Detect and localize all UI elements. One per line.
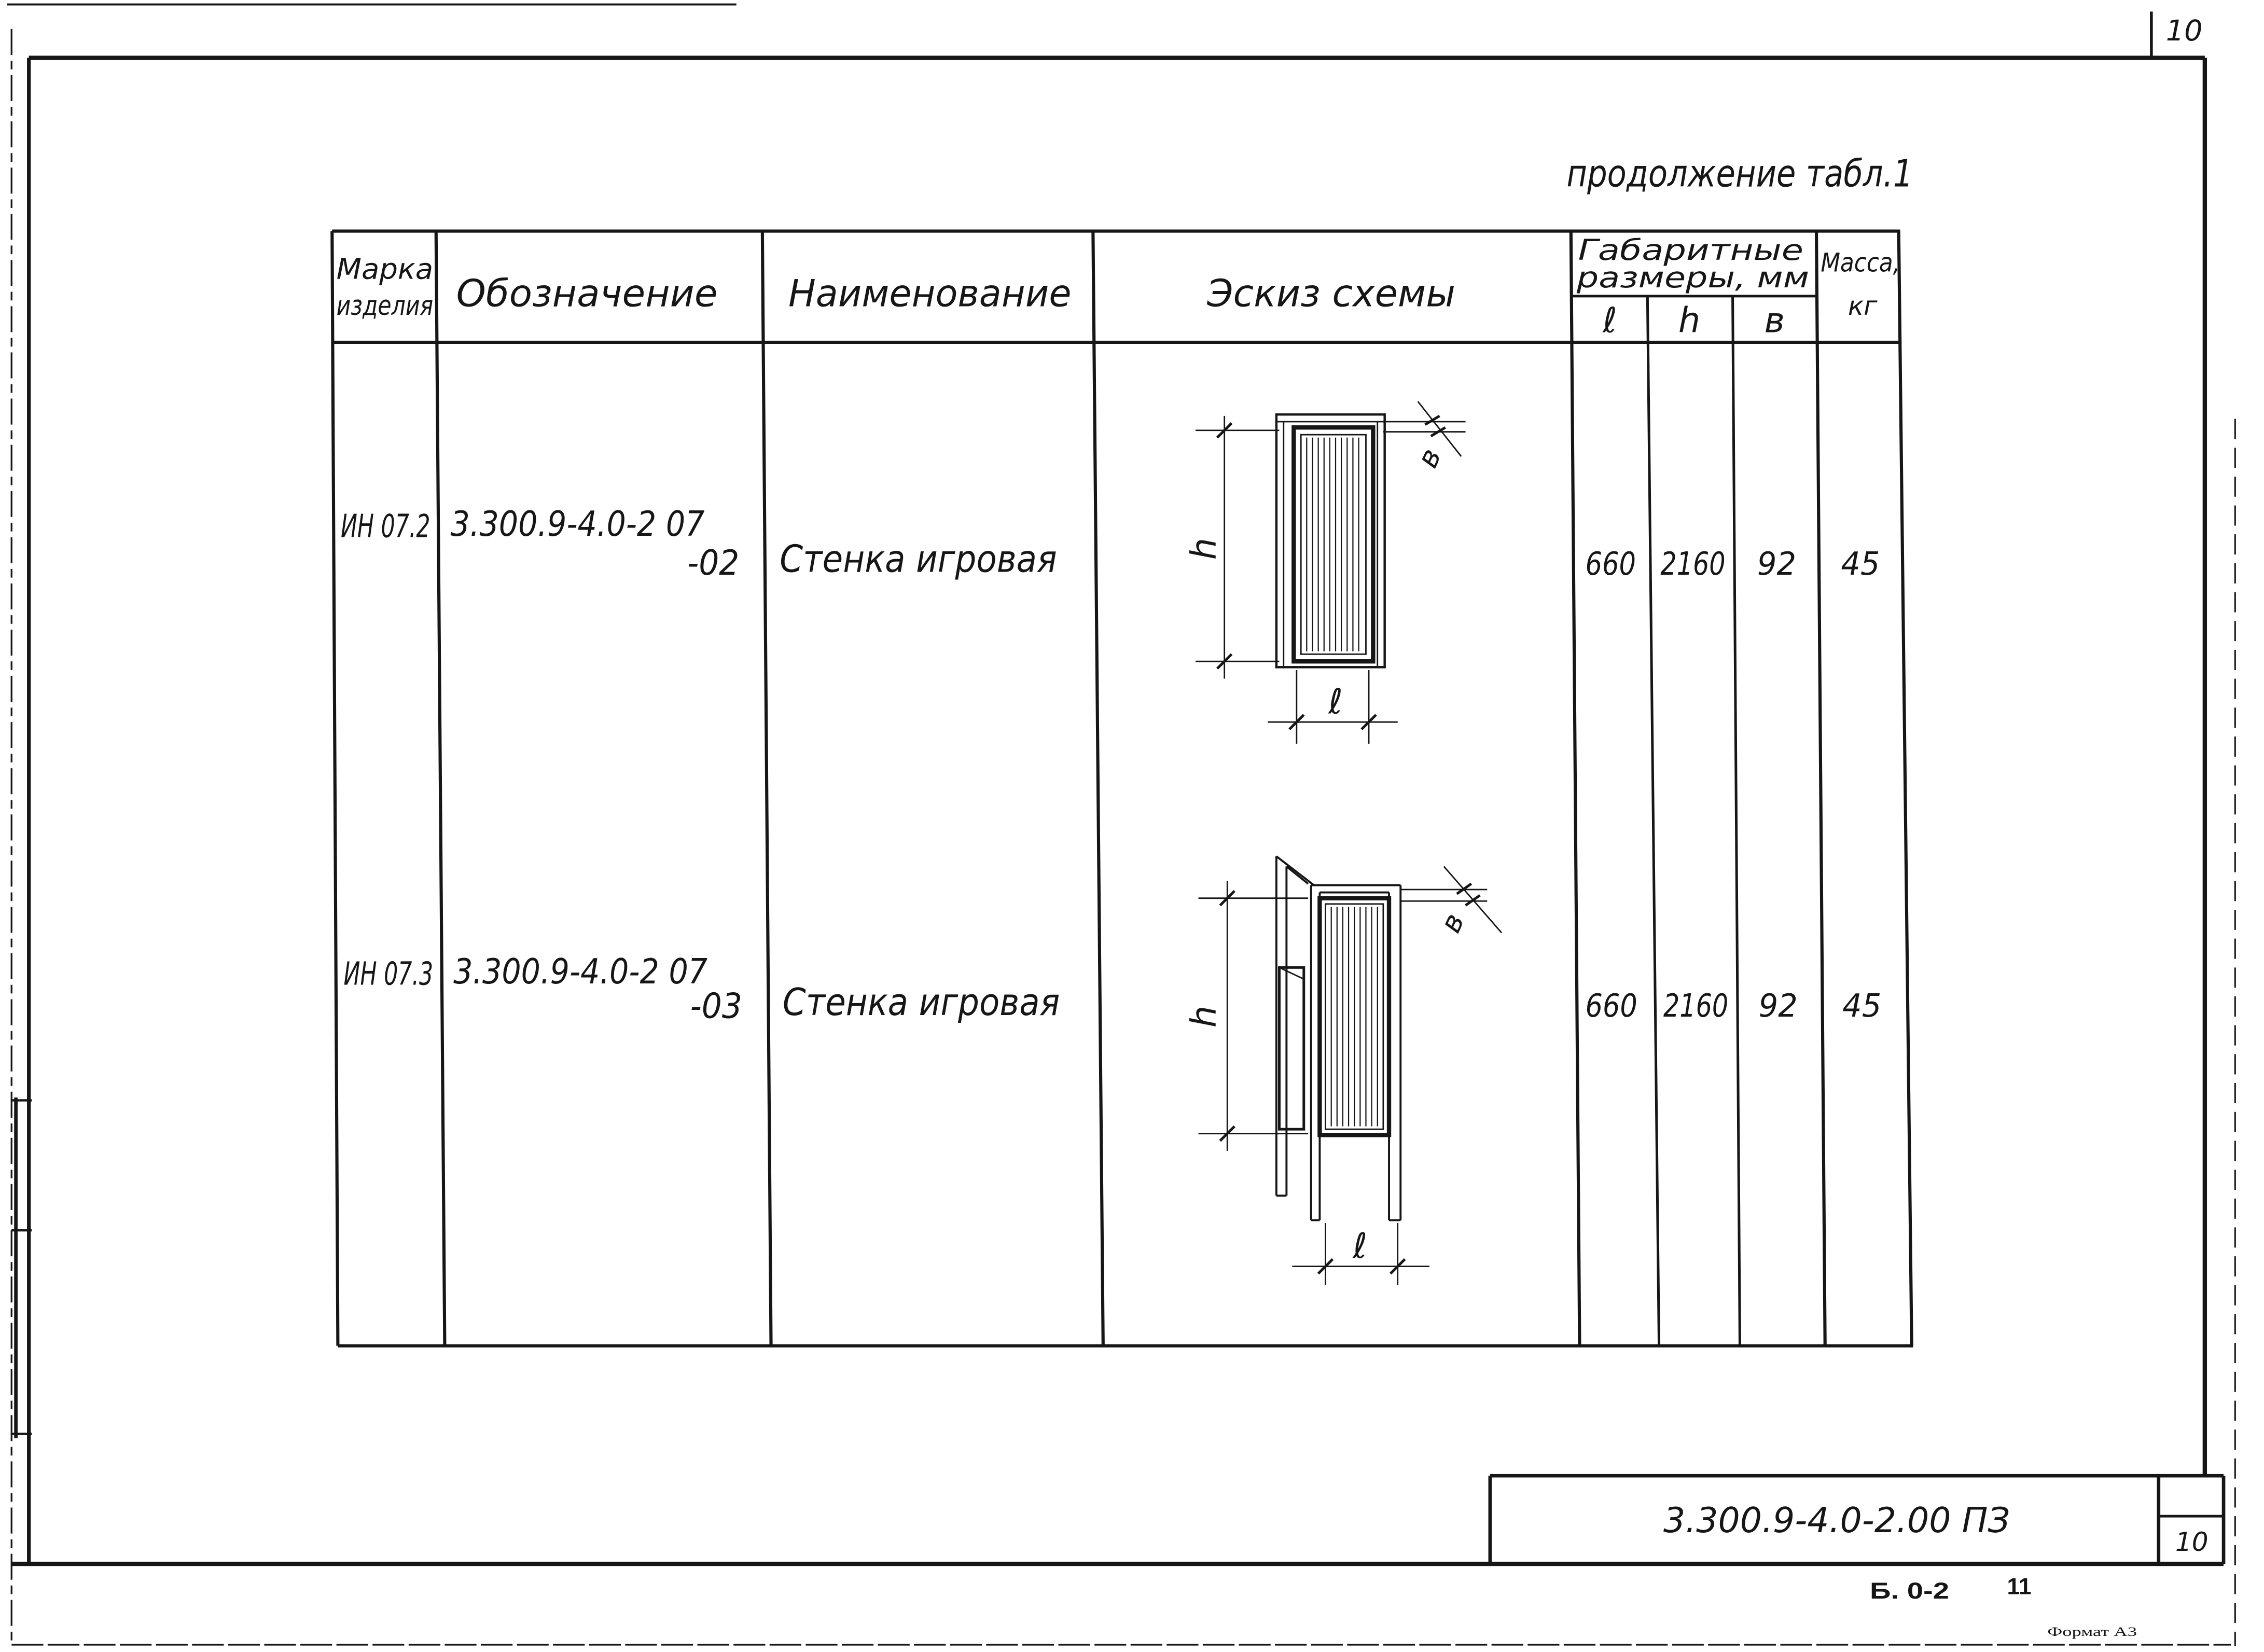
row-name: Стенка игровая	[780, 538, 1057, 581]
sketch-length-label: ℓ	[1328, 681, 1343, 721]
dimension-height	[1195, 415, 1280, 679]
header-mark-line1: Марка	[337, 252, 434, 286]
sketch-play-wall-1: h ℓ в	[1184, 401, 1466, 744]
binding-marks	[11, 1097, 32, 1438]
header-designation: Обозначение	[456, 272, 718, 315]
title-document-code: 3.300.9-4.0-2.00 ПЗ	[1663, 1500, 2010, 1540]
row-height: 2160	[1660, 546, 1725, 582]
row-designation: 3.300.9-4.0-2 07	[453, 951, 707, 992]
sketch-width-label: в	[1411, 443, 1449, 473]
table-header: Марка изделия Обозначение Наименование Э…	[337, 233, 1900, 340]
sketch-play-wall-2: h ℓ в	[1184, 855, 1503, 1285]
header-sketch: Эскиз схемы	[1206, 272, 1455, 315]
header-mark-line2: изделия	[337, 290, 434, 322]
panel-outline	[1275, 413, 1386, 669]
col-divider-width	[1814, 231, 1827, 1346]
sketch-height-label: h	[1184, 538, 1224, 560]
col-divider-length	[1646, 296, 1661, 1346]
col-divider-height	[1731, 296, 1741, 1346]
panel-frame	[1310, 884, 1402, 1221]
header-dimensions-line1: Габаритные	[1578, 233, 1803, 267]
panel-wing	[1275, 855, 1315, 1197]
sketch-length-label: ℓ	[1353, 1226, 1368, 1266]
footer-album-code: Б. 0-2	[1870, 1578, 1949, 1604]
header-dimensions-line2: размеры, мм	[1576, 261, 1809, 295]
panel-hatching	[1330, 907, 1378, 1127]
col-divider-designation	[760, 231, 773, 1346]
row-width: 92	[1757, 546, 1796, 582]
header-dim-height: h	[1678, 300, 1700, 340]
col-divider-name	[1091, 231, 1105, 1346]
row-length: 660	[1586, 546, 1636, 582]
table-row: ИН 07.2 3.300.9-4.0-2 07 -02 Стенка игро…	[341, 504, 1880, 583]
dimension-width	[1383, 401, 1466, 457]
row-designation-variant: -02	[687, 543, 739, 583]
row-mass: 45	[1842, 988, 1881, 1024]
table-right-border	[1897, 231, 1913, 1346]
sheet-corner-number: 10	[2166, 14, 2203, 48]
title-sheet-number: 10	[2175, 1526, 2209, 1557]
col-divider-sketch	[1569, 231, 1581, 1346]
header-dim-width: в	[1765, 300, 1785, 340]
footer-page-number: 11	[2007, 1574, 2031, 1599]
table-left-border	[330, 231, 340, 1346]
title-block	[1488, 1474, 2226, 1564]
header-mass-line2: кг	[1848, 290, 1878, 321]
header-mass-line1: Масса,	[1821, 247, 1900, 278]
sketch-width-label: в	[1434, 908, 1471, 938]
footer-format: Формат А3	[2047, 1625, 2137, 1639]
dimension-length	[1268, 670, 1398, 744]
row-name: Стенка игровая	[783, 981, 1060, 1024]
panel-hatching	[1306, 437, 1359, 651]
row-designation-variant: -03	[690, 986, 742, 1026]
row-width: 92	[1759, 988, 1798, 1024]
header-name: Наименование	[788, 272, 1072, 315]
row-height: 2160	[1663, 988, 1728, 1024]
row-mark: ИН 07.2	[341, 508, 430, 545]
dimension-height	[1198, 881, 1309, 1151]
table-caption: продолжение табл.1	[1566, 152, 1913, 196]
row-length: 660	[1586, 988, 1637, 1024]
row-mark: ИН 07.3	[344, 956, 434, 993]
header-dim-length: ℓ	[1602, 300, 1617, 340]
table-grid	[330, 229, 1913, 1348]
sketch-height-label: h	[1184, 1006, 1224, 1028]
table-row: ИН 07.3 3.300.9-4.0-2 07 -03 Стенка игро…	[344, 951, 1882, 1026]
dimension-length	[1292, 1223, 1429, 1285]
col-divider-mark	[434, 231, 447, 1346]
dimension-width	[1400, 866, 1503, 934]
row-designation: 3.300.9-4.0-2 07	[451, 504, 705, 544]
row-mass: 45	[1841, 546, 1880, 582]
sheet-frame	[7, 3, 2236, 1646]
